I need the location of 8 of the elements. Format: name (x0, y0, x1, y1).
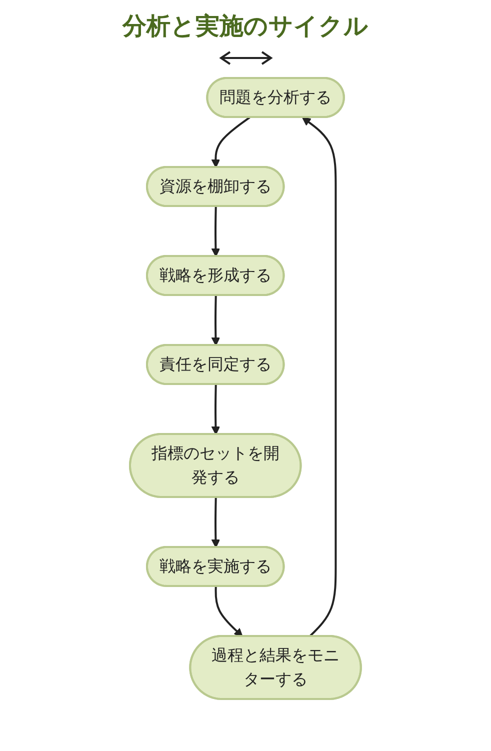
arrow (211, 295, 220, 346)
arrow (214, 586, 243, 637)
arrow (211, 116, 250, 168)
arrow (302, 117, 337, 638)
diagram-title: 分析と実施のサイクル (122, 11, 368, 42)
arrow (211, 497, 220, 548)
arrow (211, 206, 220, 257)
arrow (211, 384, 220, 435)
